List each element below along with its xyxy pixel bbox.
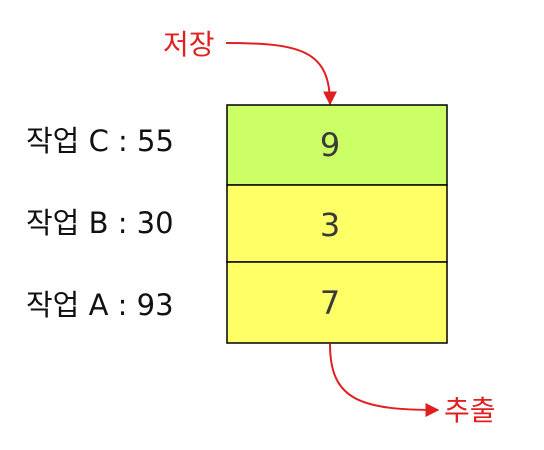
extract-label: 추출 (444, 394, 496, 427)
stack-cell-bottom: 7 (226, 261, 448, 344)
stack-cell-middle: 3 (226, 184, 448, 263)
job-label-c: 작업 C : 55 (26, 124, 174, 158)
store-arrow (225, 42, 337, 106)
stack-cell-bottom-box (226, 261, 448, 344)
job-label-b: 작업 B : 30 (26, 206, 174, 240)
stack-cell-top-box (226, 104, 448, 186)
store-label: 저장 (163, 28, 215, 61)
stack-cell-middle-box (226, 184, 448, 263)
job-label-a: 작업 A : 93 (26, 288, 174, 322)
stack-cell-middle-value: 3 (320, 206, 340, 244)
stack-cell-bottom-value: 7 (320, 284, 340, 322)
stack-cell-top: 9 (226, 104, 448, 186)
stack-cell-top-value: 9 (320, 126, 340, 164)
extract-arrow (329, 343, 440, 417)
